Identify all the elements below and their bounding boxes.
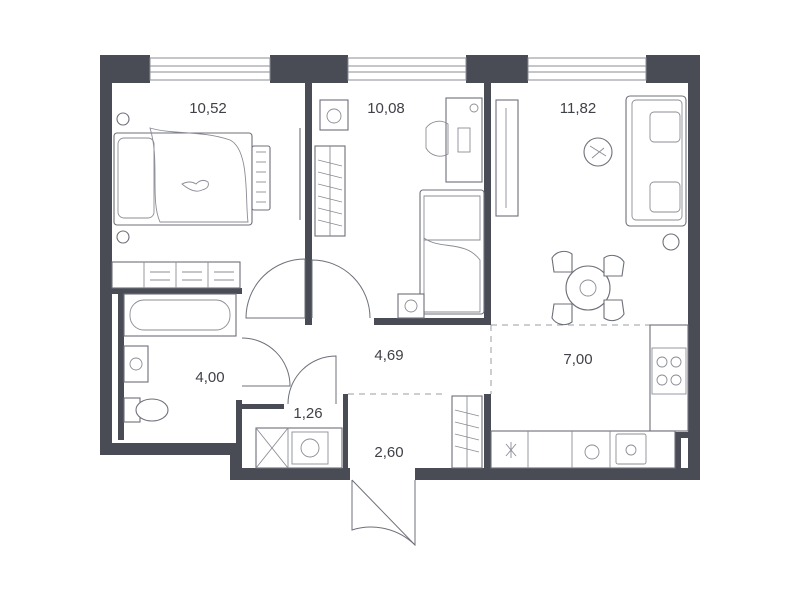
entrance-furniture — [451, 395, 483, 469]
hallway-area: 4,69 — [374, 347, 403, 364]
bedroom-2-furniture — [314, 97, 485, 319]
inner-walls — [112, 83, 688, 470]
bathroom-area: 4,00 — [195, 369, 224, 386]
kitchen-furniture — [490, 324, 689, 469]
area-labels: 10,52 10,08 11,82 4,00 4,69 7,00 1,26 2,… — [189, 100, 596, 461]
kitchen-area: 7,00 — [563, 351, 592, 368]
living-room-furniture — [495, 95, 687, 326]
laundry-furniture — [255, 427, 343, 469]
laundry-area: 1,26 — [293, 405, 322, 422]
windows — [149, 57, 647, 81]
bedroom-1-area: 10,52 — [189, 100, 227, 117]
bedroom-2-area: 10,08 — [367, 100, 405, 117]
outer-walls — [100, 55, 700, 480]
bathroom-furniture — [123, 293, 237, 423]
doors — [241, 258, 416, 547]
bedroom-1-furniture — [111, 112, 301, 289]
entrance-area: 2,60 — [374, 444, 403, 461]
living-room-area: 11,82 — [560, 100, 596, 117]
